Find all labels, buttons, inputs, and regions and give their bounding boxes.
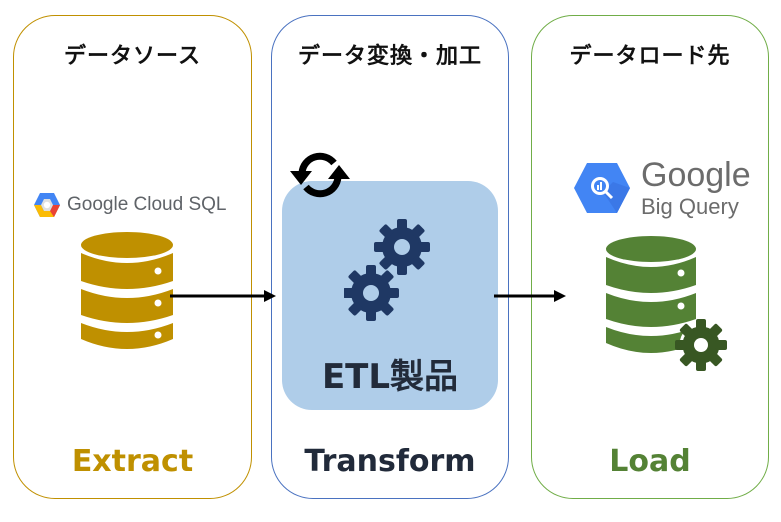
- gears-icon: [344, 219, 430, 321]
- cloud-sql-logo: Google Cloud SQL: [33, 192, 227, 218]
- etl-product-label: ETL製品: [321, 357, 459, 397]
- extract-label: Extract: [71, 444, 194, 479]
- transform-label: Transform: [304, 444, 476, 479]
- bigquery-logo: Google Big Query: [573, 158, 751, 218]
- extract-panel: データソース Google Cloud SQL Extract: [13, 15, 252, 499]
- bigquery-google-text: Google: [641, 156, 751, 194]
- load-label: Load: [609, 444, 691, 479]
- cloud-sql-hex-icon: [34, 193, 60, 217]
- load-panel: データロード先 Google Big Query: [531, 15, 769, 499]
- sync-icon: [290, 152, 350, 198]
- database-icon: [81, 232, 173, 349]
- etl-product-box: ETL製品: [282, 181, 498, 410]
- bigquery-hex-icon: [574, 163, 630, 213]
- transform-title: データ変換・加工: [297, 44, 482, 69]
- extract-title: データソース: [64, 44, 201, 69]
- bigquery-sub-text: Big Query: [641, 194, 739, 219]
- cloud-sql-text: Google Cloud SQL: [67, 194, 227, 215]
- arrow-extract-to-transform: [170, 290, 276, 302]
- arrow-transform-to-load: [494, 290, 566, 302]
- transform-panel: データ変換・加工: [271, 15, 509, 499]
- load-title: データロード先: [569, 44, 731, 69]
- database-gear-icon: [606, 236, 727, 371]
